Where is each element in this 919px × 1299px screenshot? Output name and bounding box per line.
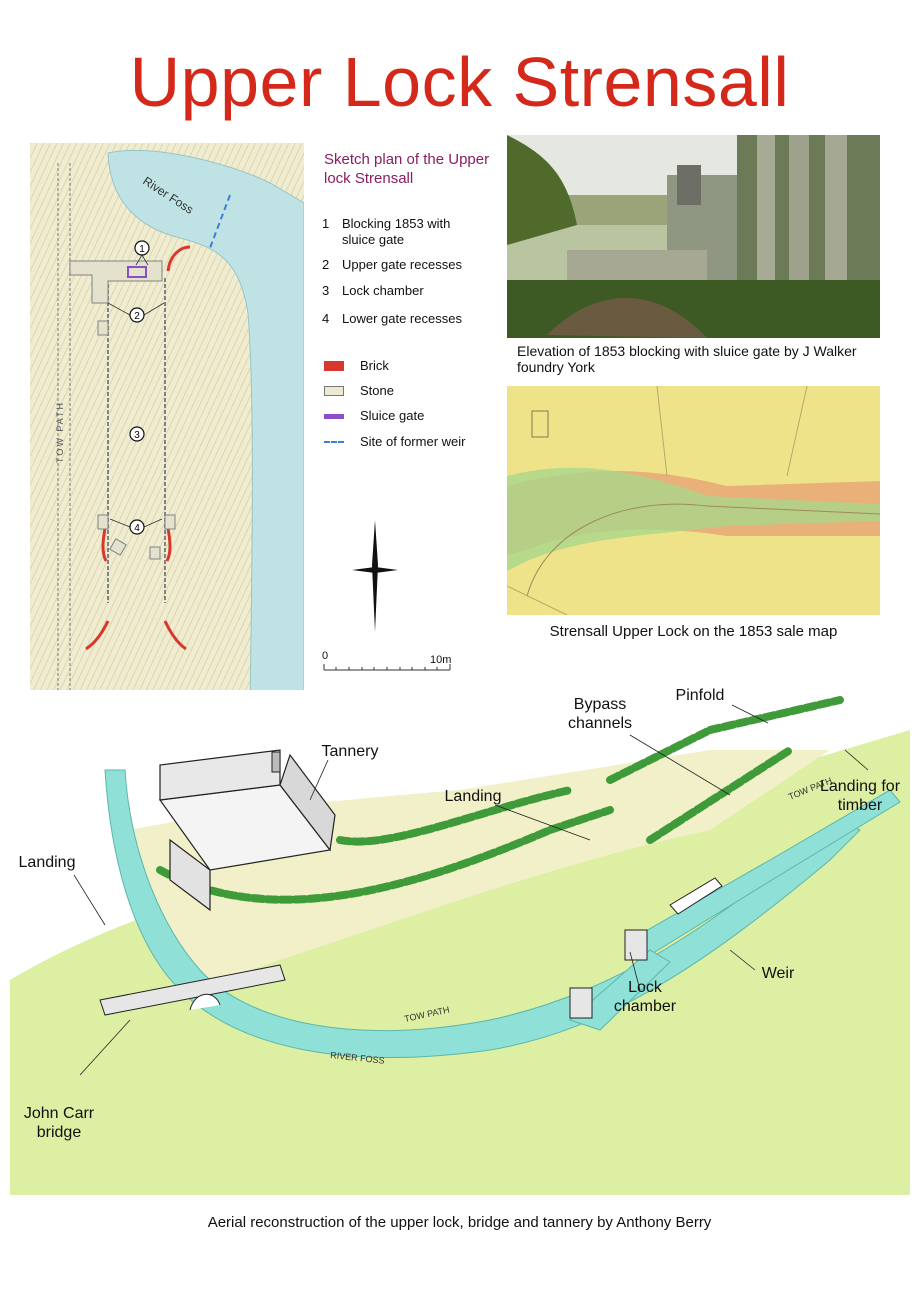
label-landing-left: Landing (18, 854, 76, 871)
sluice-swatch (324, 414, 344, 419)
plan-marker-3: 3 (129, 426, 145, 442)
blocking-photograph (507, 135, 880, 338)
sketch-plan-heading: Sketch plan of the Upper lock Strensall (324, 151, 490, 187)
legend-stone: Stone (324, 383, 494, 399)
photo-caption: Elevation of 1853 blocking with sluice g… (517, 343, 857, 375)
label-landing-top: Landing (444, 788, 502, 805)
brick-swatch (324, 361, 344, 371)
tow-path-label: TOW PATH (55, 401, 65, 463)
svg-text:2: 2 (134, 311, 140, 322)
label-pinfold: Pinfold (675, 687, 725, 704)
legend-sluice-gate: Sluice gate (324, 408, 494, 424)
svg-text:3: 3 (134, 430, 140, 441)
weir-swatch (324, 441, 344, 443)
north-arrow-icon (352, 520, 398, 632)
aerial-caption: Aerial reconstruction of the upper lock,… (207, 1214, 712, 1231)
label-john-carr-bridge: John Carr bridge (23, 1105, 95, 1141)
stone-swatch (324, 386, 344, 396)
tannery-building (158, 749, 336, 912)
plan-marker-1: 1 (134, 240, 150, 256)
scale-start-label: 0 (322, 650, 329, 662)
plan-marker-4: 4 (129, 519, 145, 535)
label-landing-timber: Landing for timber (819, 778, 901, 814)
label-lock-chamber: Lock chamber (613, 979, 677, 1015)
plan-marker-2: 2 (129, 307, 145, 323)
svg-text:1: 1 (139, 244, 145, 255)
legend-brick: Brick (324, 358, 494, 374)
sale-map-1853 (507, 386, 880, 615)
page-title: Upper Lock Strensall (129, 43, 790, 121)
scale-bar: 0 10m (322, 650, 462, 678)
label-bypass-channels: Bypass channels (567, 696, 633, 732)
sale-map-caption: Strensall Upper Lock on the 1853 sale ma… (549, 623, 838, 640)
label-tannery: Tannery (321, 743, 379, 760)
scale-end-label: 10m (430, 654, 452, 666)
aerial-reconstruction: TOW PATH TOW PATH RIVER FOSS (10, 690, 910, 1195)
sketch-plan-drawing: 1 2 3 4 River Foss TOW PATH (30, 143, 304, 710)
label-weir: Weir (761, 965, 795, 982)
john-carr-bridge (99, 964, 286, 1016)
legend-former-weir: Site of former weir (324, 434, 499, 450)
svg-text:4: 4 (134, 523, 140, 534)
